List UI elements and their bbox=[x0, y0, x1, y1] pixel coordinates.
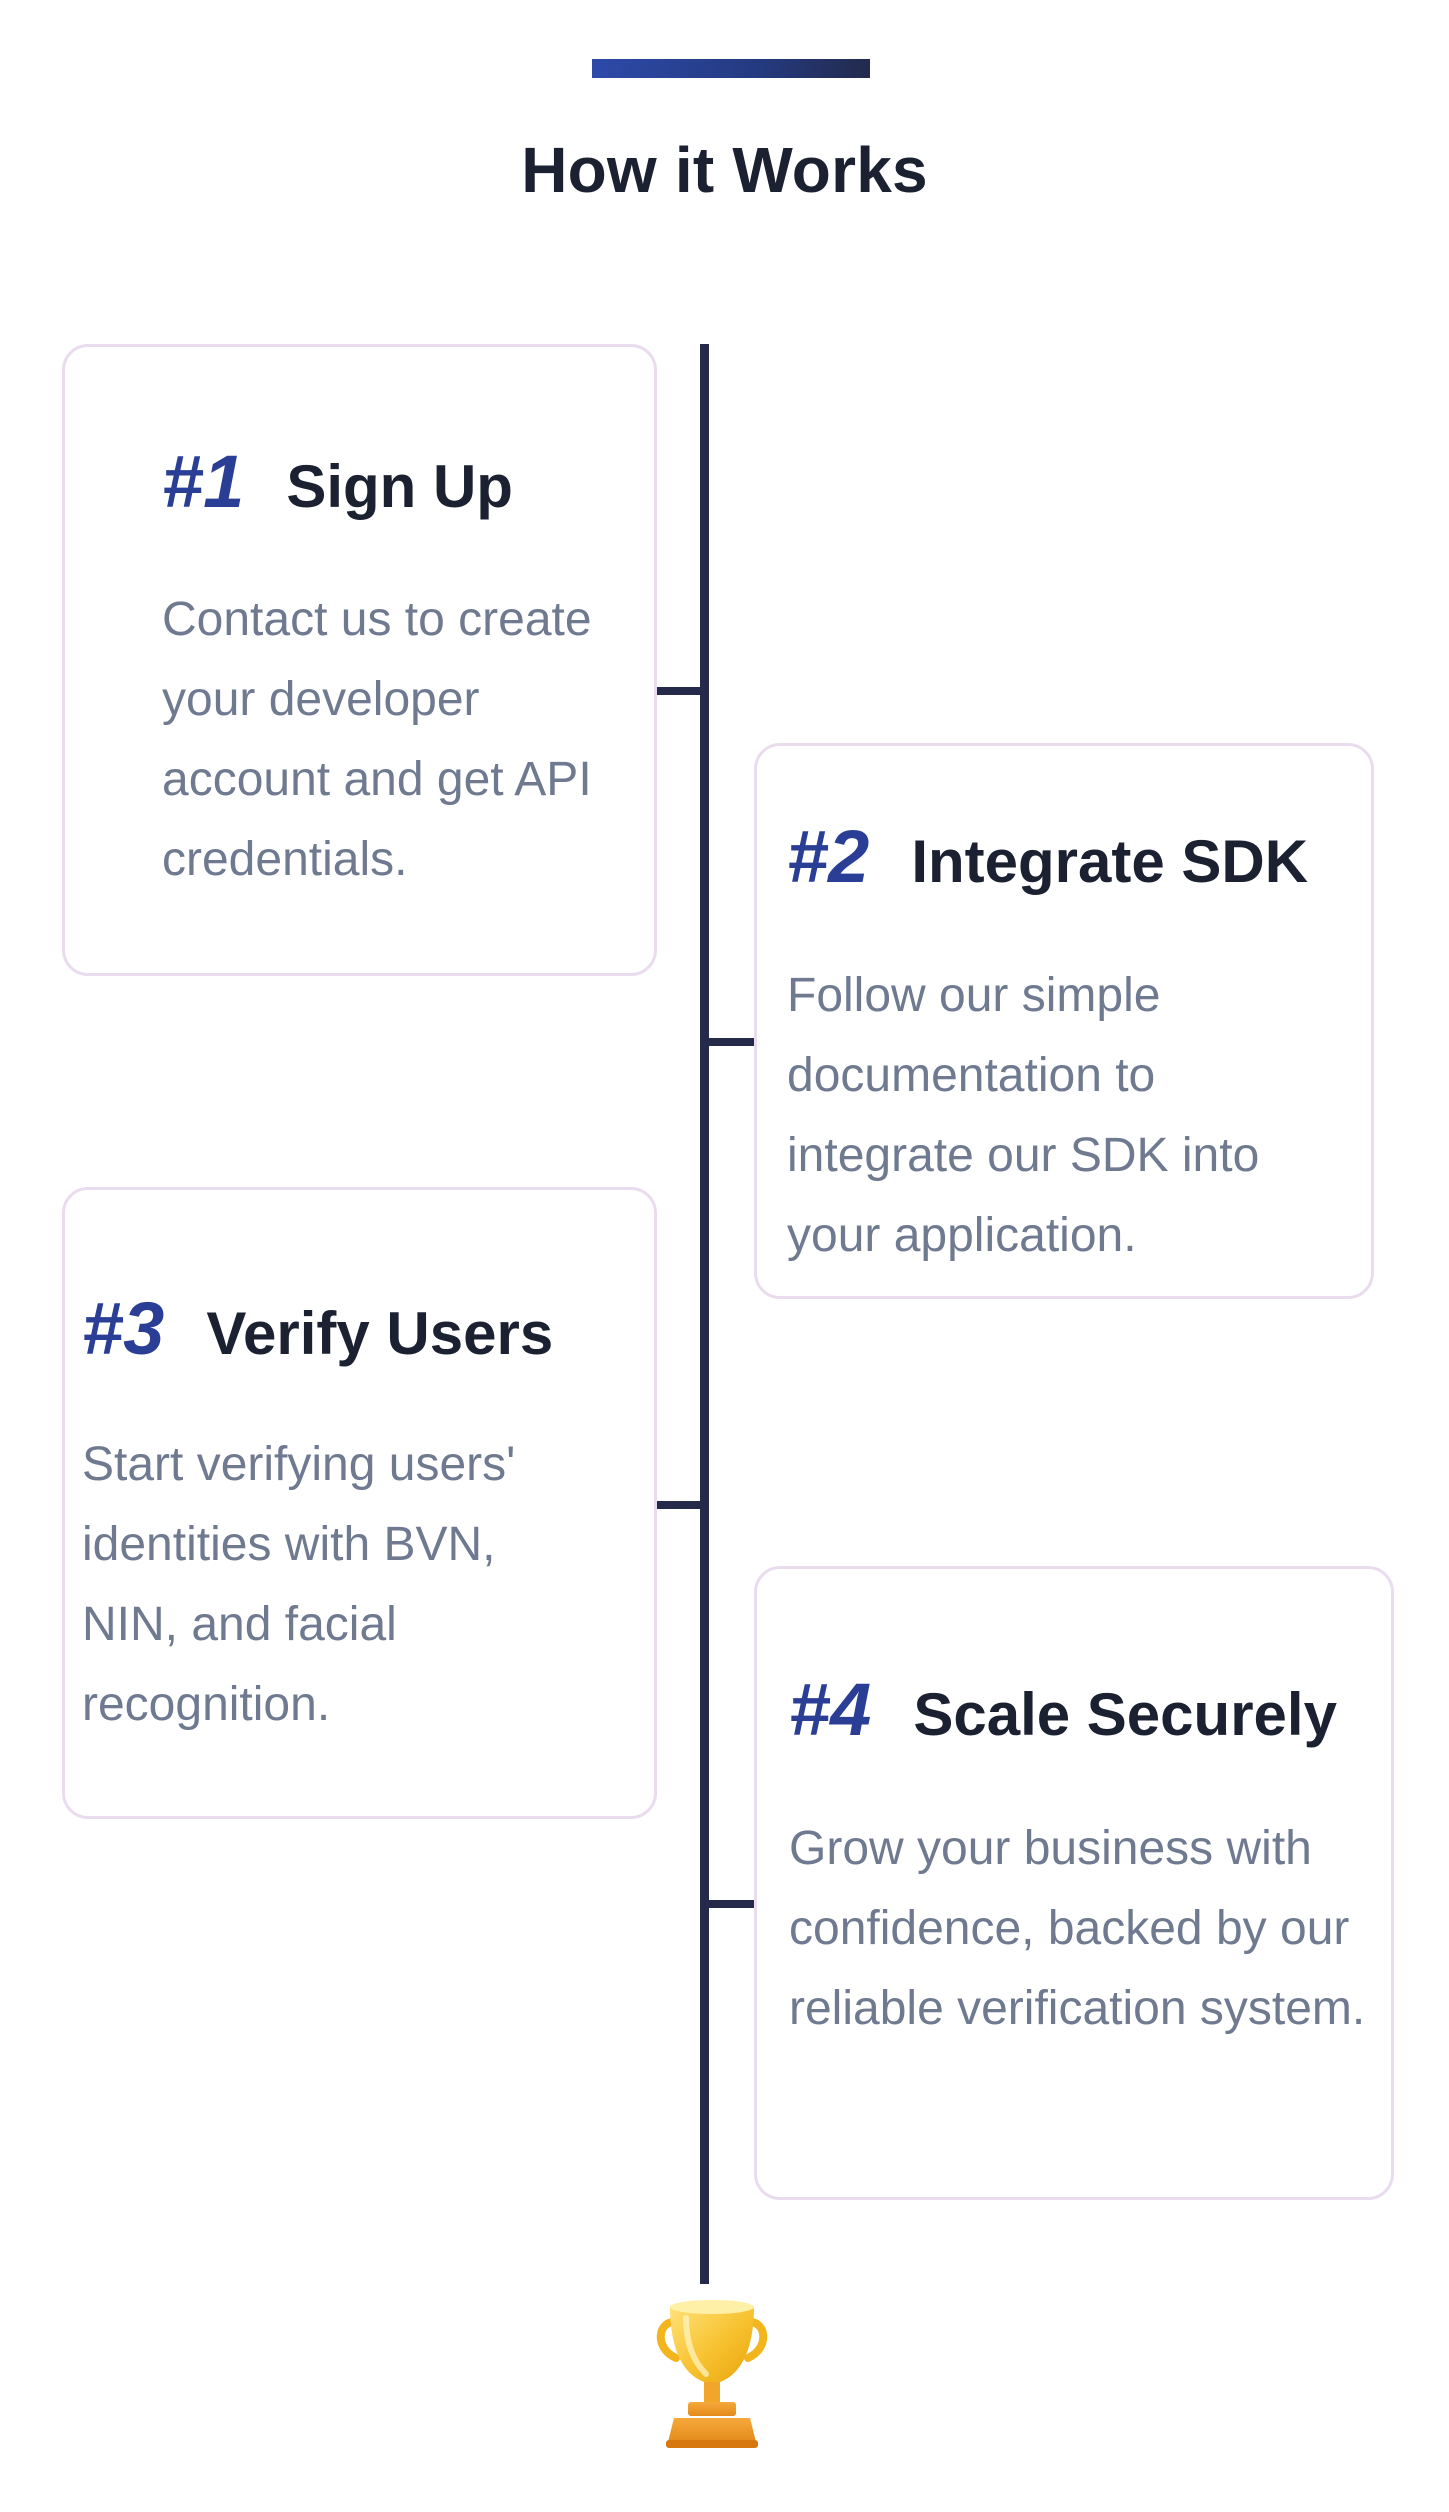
timeline-connector-4 bbox=[704, 1900, 754, 1908]
accent-bar bbox=[592, 59, 870, 78]
step-number: #2 bbox=[787, 815, 870, 898]
timeline-connector-1 bbox=[657, 687, 704, 695]
step-title: Integrate SDK bbox=[911, 828, 1309, 895]
step-description: Start verifying users' identities with B… bbox=[82, 1438, 516, 1731]
step-number: #3 bbox=[82, 1287, 165, 1370]
step-description: Follow our simple documentation to integ… bbox=[787, 969, 1260, 1262]
step-description: Contact us to create your developer acco… bbox=[162, 593, 592, 886]
timeline-connector-2 bbox=[704, 1038, 754, 1046]
step-card-4: #4 Scale Securely Grow your business wit… bbox=[754, 1566, 1394, 2200]
step-title: Scale Securely bbox=[913, 1681, 1337, 1748]
step-title: Verify Users bbox=[206, 1300, 554, 1367]
timeline-spine bbox=[700, 344, 709, 2284]
step-card-3: #3 Verify Users Start verifying users' i… bbox=[62, 1187, 657, 1819]
trophy-icon bbox=[656, 2300, 768, 2448]
step-title: Sign Up bbox=[286, 453, 513, 520]
step-card-2: #2 Integrate SDK Follow our simple docum… bbox=[754, 743, 1374, 1299]
step-number: #4 bbox=[789, 1668, 872, 1751]
section-title: How it Works bbox=[521, 134, 928, 206]
step-card-1: #1 Sign Up Contact us to create your dev… bbox=[62, 344, 657, 976]
step-number: #1 bbox=[162, 440, 245, 523]
timeline-connector-3 bbox=[657, 1501, 704, 1509]
step-description: Grow your business with confidence, back… bbox=[789, 1822, 1366, 2035]
